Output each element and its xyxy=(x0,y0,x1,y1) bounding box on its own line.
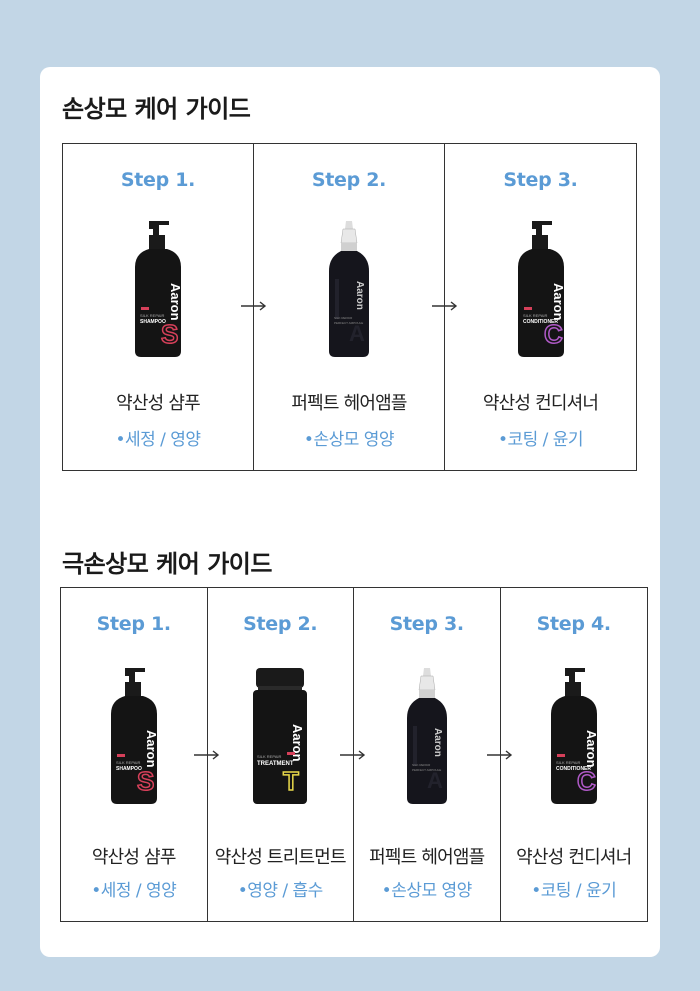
svg-text:SILK REPAIR: SILK REPAIR xyxy=(523,313,547,318)
step-cell-1: Step 1. Aaron SILK REPAIR SHAMPOO S 약산성 … xyxy=(63,144,254,470)
svg-text:S: S xyxy=(137,766,154,796)
svg-text:Aaron: Aaron xyxy=(584,730,599,768)
svg-text:T: T xyxy=(283,766,299,796)
svg-text:Aaron: Aaron xyxy=(168,283,183,321)
product-desc: •세정 / 영양 xyxy=(115,430,201,450)
svg-text:C: C xyxy=(577,766,596,796)
svg-text:Aaron: Aaron xyxy=(144,730,159,768)
product-desc: •손상모 영양 xyxy=(303,430,395,450)
product-name: 퍼펙트 헤어앰플 xyxy=(369,847,485,868)
product-image-treatment: Aaron SILK REPAIR TREATMENT T xyxy=(245,666,315,810)
product-name: 약산성 컨디셔너 xyxy=(482,393,599,414)
section-title-severely-damaged: 극손상모 케어 가이드 xyxy=(62,550,272,578)
svg-text:CONDITIONER: CONDITIONER xyxy=(523,319,558,325)
svg-text:SILK REPAIR: SILK REPAIR xyxy=(334,316,353,320)
product-name: 약산성 샴푸 xyxy=(116,393,201,414)
product-image-shampoo: Aaron SILK REPAIR SHAMPOO S xyxy=(127,219,189,363)
svg-text:PERFECT AMPOULE: PERFECT AMPOULE xyxy=(412,768,441,772)
svg-text:Aaron: Aaron xyxy=(432,728,443,757)
svg-text:C: C xyxy=(544,319,563,349)
arrow-right-icon xyxy=(241,301,267,311)
product-image-ampoule: Aaron SILK REPAIR PERFECT AMPOULE A xyxy=(397,666,457,810)
arrow-right-icon xyxy=(194,750,220,760)
product-image-ampoule: Aaron SILK REPAIR PERFECT AMPOULE A xyxy=(319,219,379,363)
product-desc: •세정 / 영양 xyxy=(91,881,177,901)
product-name: 약산성 샴푸 xyxy=(91,847,177,868)
guide-card: 손상모 케어 가이드 Step 1. Aaron SILK REPAIR SHA… xyxy=(40,67,660,957)
section-title-damaged: 손상모 케어 가이드 xyxy=(62,95,251,123)
product-desc: •코팅 / 윤기 xyxy=(531,881,617,901)
svg-text:SILK REPAIR: SILK REPAIR xyxy=(116,760,140,765)
step-grid-severely-damaged: Step 1. Aaron SILK REPAIR SHAMPOO S 약산성 … xyxy=(60,587,648,922)
step-cell-3: Step 3. Aaron SILK REPAIR PERFECT AMPOUL… xyxy=(354,588,501,921)
svg-text:Aaron: Aaron xyxy=(551,283,566,321)
step-label: Step 1. xyxy=(120,169,196,191)
product-image-conditioner: Aaron SILK REPAIR CONDITIONER C xyxy=(510,219,572,363)
product-desc: •영양 / 흡수 xyxy=(237,881,324,901)
svg-text:SHAMPOO: SHAMPOO xyxy=(140,319,166,325)
step-label: Step 4. xyxy=(536,613,612,635)
product-image-conditioner: Aaron SILK REPAIR CONDITIONER C xyxy=(543,666,605,810)
product-desc: •코팅 / 윤기 xyxy=(497,430,584,450)
step-label: Step 1. xyxy=(96,613,172,635)
svg-text:PERFECT AMPOULE: PERFECT AMPOULE xyxy=(334,321,363,325)
arrow-right-icon xyxy=(432,301,458,311)
product-image-shampoo: Aaron SILK REPAIR SHAMPOO S xyxy=(103,666,165,810)
arrow-right-icon xyxy=(487,750,513,760)
product-name: 약산성 트리트먼트 xyxy=(214,847,347,868)
step-label: Step 3. xyxy=(389,613,465,635)
step-cell-3: Step 3. Aaron SILK REPAIR CONDITIONER C … xyxy=(445,144,636,470)
svg-text:SILK REPAIR: SILK REPAIR xyxy=(140,313,164,318)
svg-text:SILK REPAIR: SILK REPAIR xyxy=(412,763,431,767)
step-cell-1: Step 1. Aaron SILK REPAIR SHAMPOO S 약산성 … xyxy=(61,588,208,921)
svg-text:SILK REPAIR: SILK REPAIR xyxy=(257,754,281,759)
product-name: 약산성 컨디셔너 xyxy=(516,847,632,868)
step-cell-2: Step 2. Aaron SILK REPAIR PERFECT AMPOUL… xyxy=(254,144,445,470)
svg-text:SILK REPAIR: SILK REPAIR xyxy=(556,760,580,765)
svg-text:A: A xyxy=(349,321,365,346)
product-desc: •손상모 영양 xyxy=(381,881,473,901)
svg-text:TREATMENT: TREATMENT xyxy=(257,761,294,767)
step-cell-2: Step 2. Aaron SILK REPAIR TREATMENT T 약산… xyxy=(208,588,354,921)
step-label: Step 3. xyxy=(503,169,578,191)
svg-text:CONDITIONER: CONDITIONER xyxy=(556,766,591,772)
step-cell-4: Step 4. Aaron SILK REPAIR CONDITIONER C … xyxy=(501,588,648,921)
step-label: Step 2. xyxy=(311,169,387,191)
svg-text:Aaron: Aaron xyxy=(354,281,365,310)
step-label: Step 2. xyxy=(243,613,318,635)
arrow-right-icon xyxy=(340,750,366,760)
svg-text:A: A xyxy=(427,768,443,793)
step-grid-damaged: Step 1. Aaron SILK REPAIR SHAMPOO S 약산성 … xyxy=(62,143,637,471)
svg-text:S: S xyxy=(161,319,178,349)
svg-text:Aaron: Aaron xyxy=(290,724,305,762)
svg-text:SHAMPOO: SHAMPOO xyxy=(116,766,142,772)
product-name: 퍼펙트 헤어앰플 xyxy=(291,393,407,414)
